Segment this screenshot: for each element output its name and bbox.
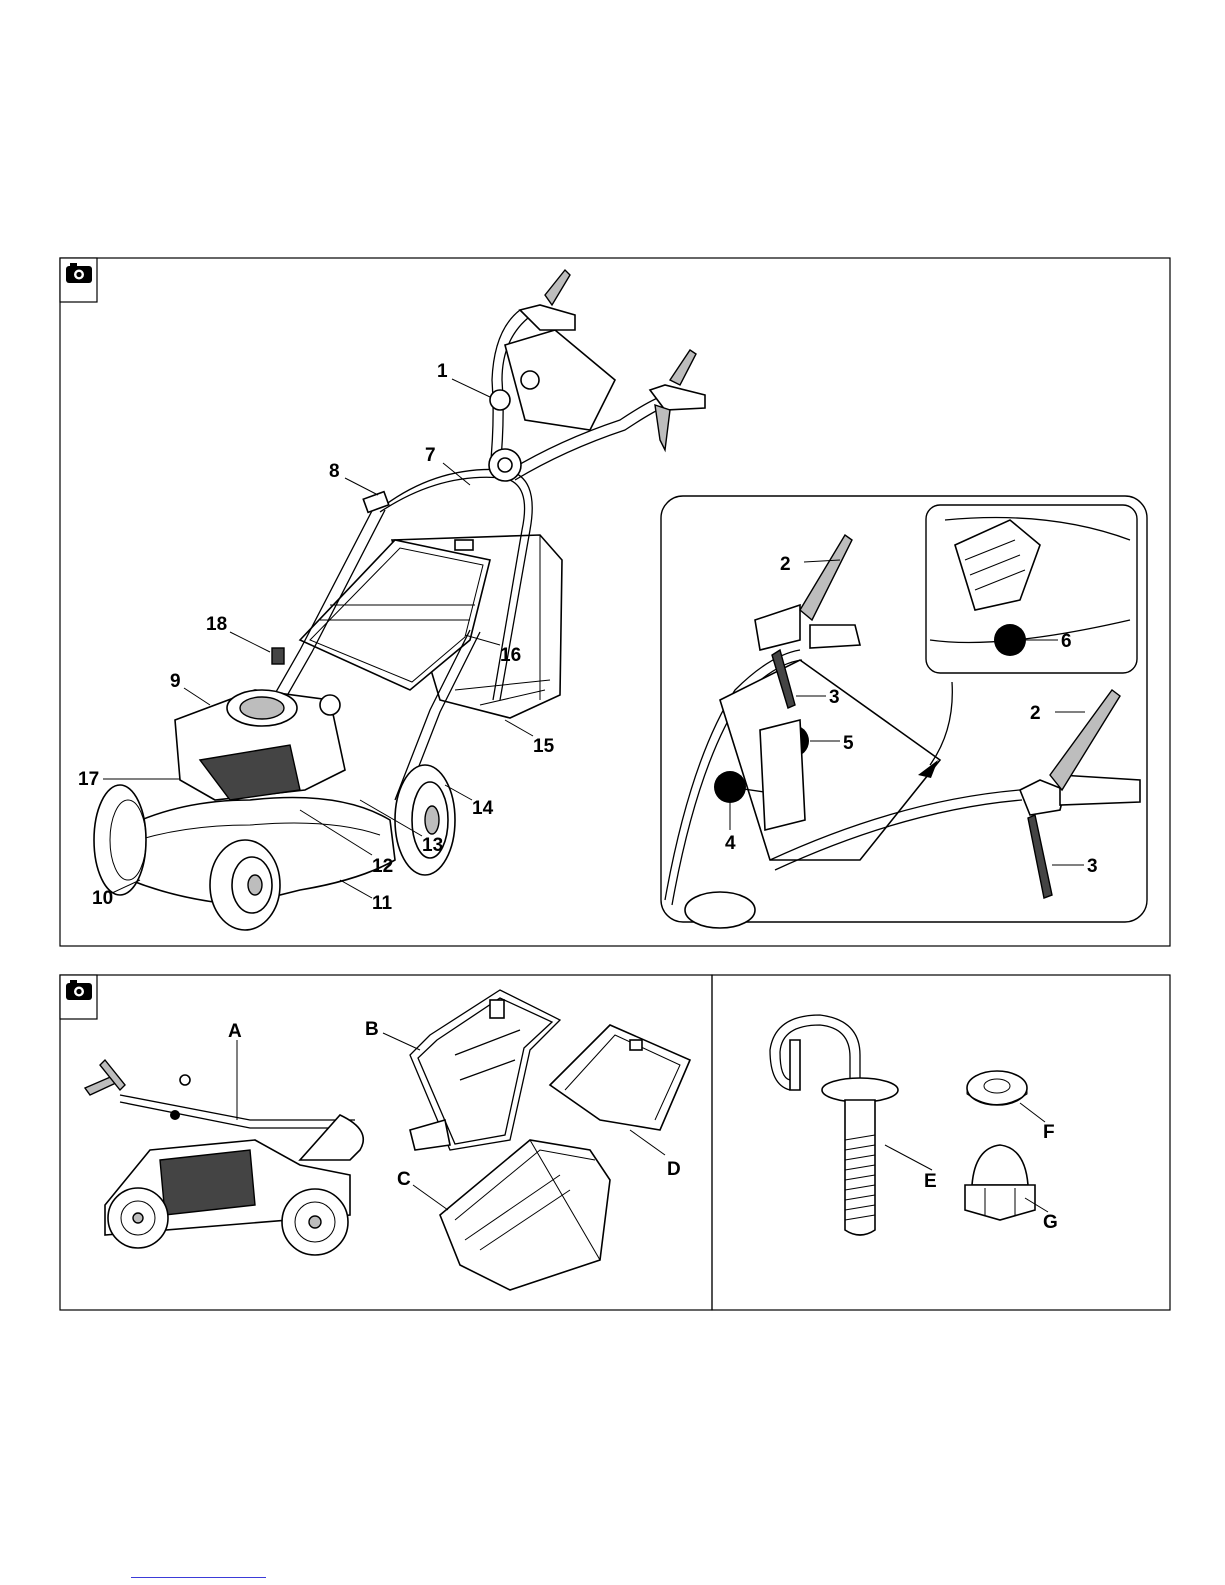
callout-b: B <box>365 1019 379 1040</box>
sub-inset-frame <box>926 505 1137 673</box>
inset-callout-2a: 2 <box>780 554 791 575</box>
lawn-mower-illustration <box>94 270 705 930</box>
inset-callout-6: 6 <box>1061 631 1072 652</box>
camera-icon <box>60 258 97 302</box>
callout-17: 17 <box>78 769 99 790</box>
accessory-a-mulch-kit-illustration <box>85 1060 363 1255</box>
callout-9: 9 <box>170 671 181 692</box>
callout-b-leader <box>383 1033 420 1050</box>
hardware-f-washer-illustration <box>967 1071 1027 1105</box>
footer-link-underline[interactable] <box>131 1577 266 1578</box>
inset-callout-3a: 3 <box>829 687 840 708</box>
accessory-c-grass-bag-illustration <box>440 1140 610 1290</box>
callout-f: F <box>1043 1122 1055 1143</box>
inset-callout-5: 5 <box>843 733 854 754</box>
accessories-panel-frame <box>60 975 712 1310</box>
inset-callout-2b: 2 <box>1030 703 1041 724</box>
callout-12: 12 <box>372 856 393 877</box>
callout-g: G <box>1043 1212 1058 1233</box>
callout-10: 10 <box>92 888 113 909</box>
callout-d-leader <box>630 1130 665 1155</box>
callout-d: D <box>667 1159 681 1180</box>
callout-14: 14 <box>472 798 494 819</box>
callout-c: C <box>397 1169 411 1190</box>
hardware-e-hook-bolt-illustration <box>770 1015 898 1235</box>
callout-f-leader <box>1020 1103 1045 1122</box>
callout-13: 13 <box>422 835 443 856</box>
hardware-g-acorn-nut-illustration <box>965 1145 1035 1220</box>
camera-icon <box>60 975 97 1019</box>
callout-18: 18 <box>206 614 227 635</box>
callout-e-leader <box>885 1145 932 1170</box>
callout-16: 16 <box>500 645 521 666</box>
callout-7: 7 <box>425 445 436 466</box>
callout-a: A <box>228 1021 242 1042</box>
callout-e: E <box>924 1171 937 1192</box>
callout-c-leader <box>413 1185 448 1210</box>
accessory-b-bag-frame-illustration <box>410 990 560 1150</box>
callout-8: 8 <box>329 461 340 482</box>
callout-1: 1 <box>437 361 448 382</box>
callout-11: 11 <box>372 893 393 914</box>
inset-callout-3b: 3 <box>1087 856 1098 877</box>
accessory-d-mulch-plate-illustration <box>550 1025 690 1130</box>
hardware-panel-frame <box>712 975 1170 1310</box>
callout-15: 15 <box>533 736 555 757</box>
inset-callout-4: 4 <box>725 833 736 854</box>
